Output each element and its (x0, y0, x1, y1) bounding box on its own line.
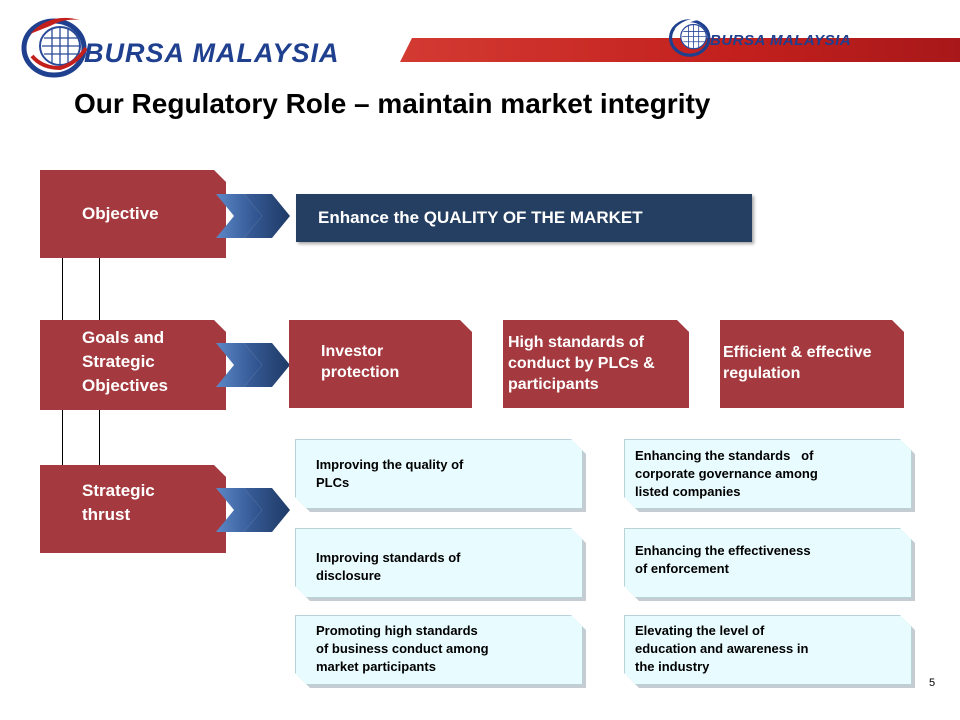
globe-icon (668, 18, 711, 57)
objective-label: Objective (82, 204, 159, 223)
thrust-text-line: Improving the quality of (316, 457, 464, 472)
thrust-box: Enhancing the effectiveness of enforceme… (624, 528, 912, 598)
thrust-box: Elevating the level of education and awa… (624, 615, 912, 685)
chevron-arrow-icon (216, 343, 290, 387)
goal-text-line: High standards of (508, 334, 645, 351)
goal-text-line: Efficient & effective (723, 344, 872, 361)
thrust-text-line: corporate governance among (635, 466, 818, 481)
goal-text-line: Investor (321, 343, 384, 360)
page-number: 5 (929, 677, 936, 689)
thrust-text-line: of enforcement (635, 561, 729, 576)
thrust-text-line: Elevating the level of (635, 623, 765, 638)
goal-box: Investor protection (289, 320, 472, 408)
thrust-box: Promoting high standards of business con… (295, 615, 583, 685)
slide-title: Our Regulatory Role – maintain market in… (74, 88, 711, 119)
thrust-text-line: of business conduct among (316, 641, 489, 656)
goal-text-line: conduct by PLCs & (508, 355, 655, 372)
goal-text-line: regulation (723, 365, 801, 382)
thrust-text-line: market participants (316, 659, 436, 674)
thrust-text-line: Improving standards of (316, 550, 461, 565)
goals-label-line: Strategic (82, 352, 155, 371)
goals-label-box: Goals and Strategic Objectives (40, 320, 226, 410)
thrust-text-line: Enhancing the effectiveness (635, 543, 811, 558)
header-red-band (400, 38, 960, 62)
goals-label-line: Goals and (82, 328, 165, 347)
brand-name-right: BURSA MALAYSIA (710, 32, 852, 49)
thrust-text-line: listed companies (635, 484, 741, 499)
goal-text-line: participants (508, 376, 599, 393)
objective-statement: Enhance the QUALITY OF THE MARKET (296, 194, 752, 242)
thrust-text-line: Enhancing the standards of (635, 448, 814, 463)
thrust-box: Enhancing the standards of corporate gov… (624, 439, 912, 509)
thrust-box: Improving standards of disclosure (295, 528, 583, 598)
thrust-text-line: the industry (635, 659, 710, 674)
goal-text-line: protection (321, 364, 400, 381)
bursa-logo-left: BURSA MALAYSIA (20, 12, 400, 82)
goal-box: High standards of conduct by PLCs & part… (503, 320, 689, 408)
chevron-arrow-icon (216, 194, 290, 238)
goals-label-line: Objectives (82, 376, 168, 395)
thrust-text-line: disclosure (316, 568, 382, 583)
bursa-logo-right: BURSA MALAYSIA (668, 14, 948, 64)
thrust-text-line: Promoting high standards (316, 623, 478, 638)
thrust-label-box: Strategic thrust (40, 465, 226, 553)
brand-name-left: BURSA MALAYSIA (84, 38, 340, 68)
goal-box: Efficient & effective regulation (720, 320, 904, 408)
thrust-text-line: education and awareness in (635, 641, 809, 656)
thrust-label-line: thrust (82, 505, 131, 524)
objective-label-box: Objective (40, 170, 226, 258)
chevron-arrow-icon (216, 488, 290, 532)
thrust-label-line: Strategic (82, 481, 155, 500)
thrust-box: Improving the quality of PLCs (295, 439, 583, 509)
thrust-text-line: PLCs (316, 475, 350, 490)
globe-icon (21, 17, 88, 78)
